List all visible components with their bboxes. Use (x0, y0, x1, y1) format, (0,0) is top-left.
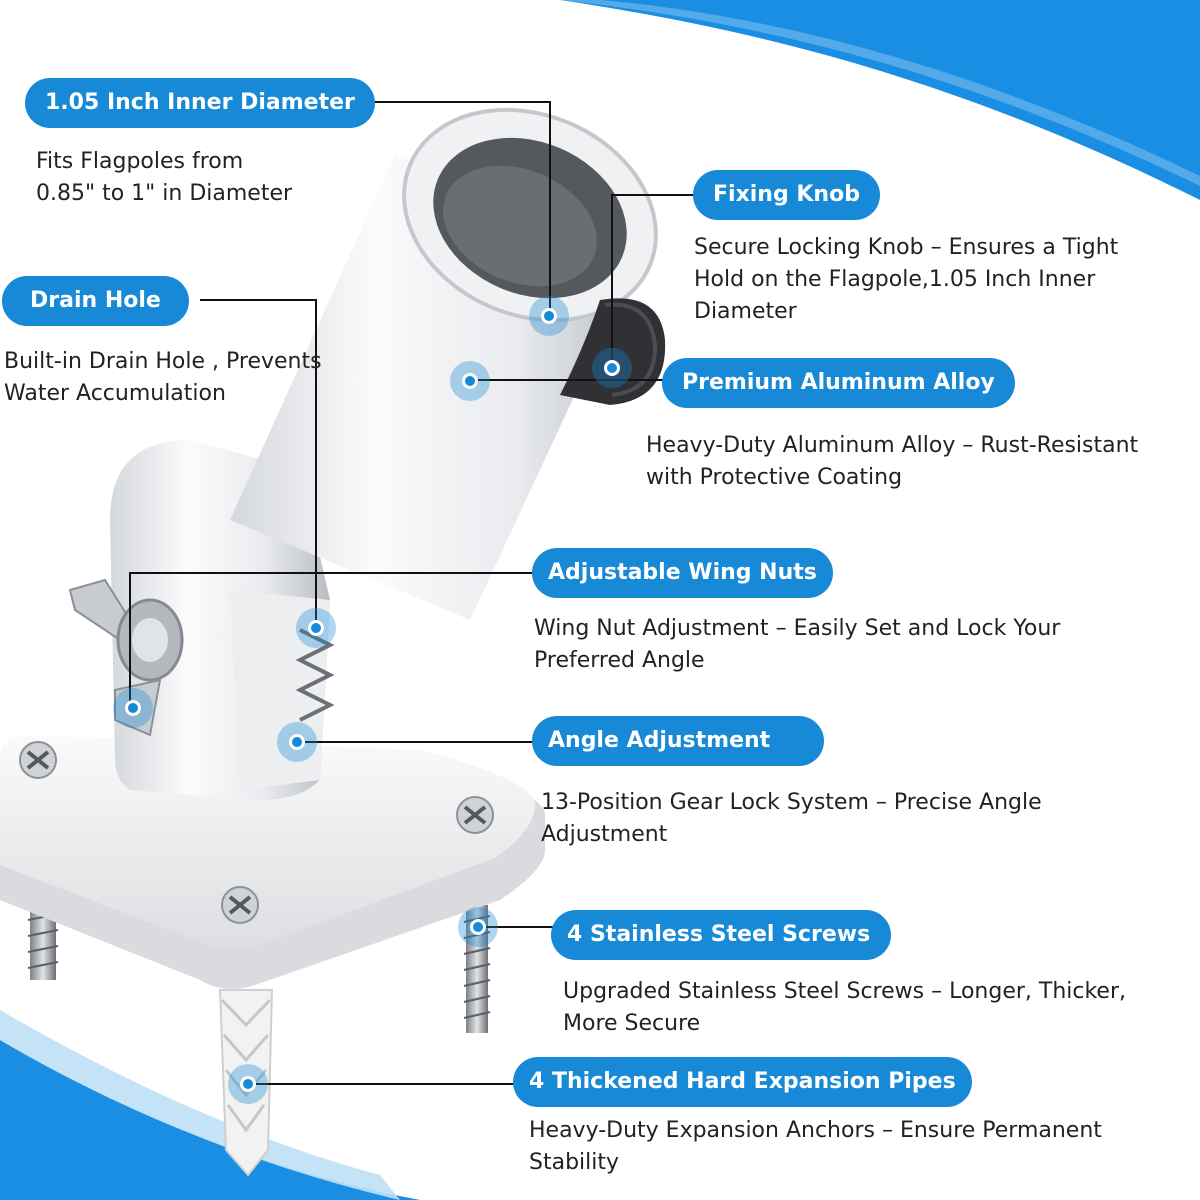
flag-tube (230, 107, 658, 620)
wing-nuts-title: Adjustable Wing Nuts (532, 548, 833, 598)
aluminum-alloy-title: Premium Aluminum Alloy (662, 358, 1015, 408)
expansion-pipes-desc: Heavy-Duty Expansion Anchors – Ensure Pe… (529, 1118, 1102, 1175)
fixing-knob-marker (592, 348, 632, 388)
angle-adjustment-marker (277, 722, 317, 762)
angle-adjustment-desc: 13-Position Gear Lock System – Precise A… (541, 790, 1042, 847)
wing-nuts-marker (113, 688, 153, 728)
steel-screws-title: 4 Stainless Steel Screws (551, 910, 891, 960)
drain-hole-title: Drain Hole (2, 276, 189, 326)
inner-diameter-title: 1.05 Inch Inner Diameter (25, 78, 375, 128)
expansion-pipes-marker (228, 1064, 268, 1104)
inner-diameter-desc: Fits Flagpoles from 0.85" to 1" in Diame… (36, 149, 293, 206)
expansion-pipes-title: 4 Thickened Hard Expansion Pipes (513, 1057, 972, 1107)
steel-screws-marker (458, 907, 498, 947)
angle-adjustment-title: Angle Adjustment (532, 716, 824, 766)
fixing-knob-title: Fixing Knob (693, 170, 880, 220)
drain-hole-marker (296, 608, 336, 648)
steel-screws-desc: Upgraded Stainless Steel Screws – Longer… (563, 979, 1126, 1036)
aluminum-alloy-desc: Heavy-Duty Aluminum Alloy – Rust-Resista… (646, 433, 1139, 490)
wing-nut-illustration (68, 578, 184, 737)
drain-hole-desc: Built-in Drain Hole , Prevents Water Acc… (4, 349, 322, 406)
wing-nuts-desc: Wing Nut Adjustment – Easily Set and Loc… (534, 616, 1061, 673)
aluminum-alloy-marker (450, 361, 490, 401)
inner-diameter-marker (529, 296, 569, 336)
fixing-knob-desc: Secure Locking Knob – Ensures a Tight Ho… (694, 235, 1119, 324)
